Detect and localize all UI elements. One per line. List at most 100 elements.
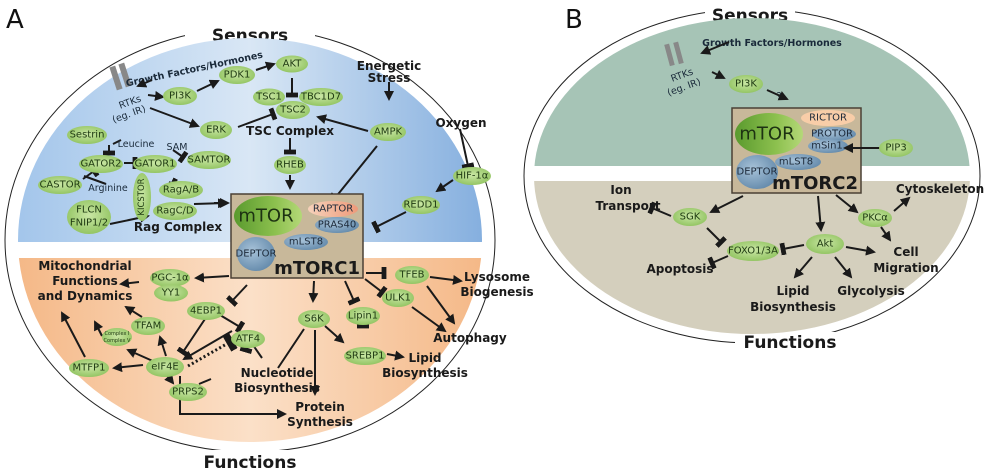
apoptosis-label: Apoptosis (646, 262, 713, 276)
node-tfeb: TFEB (395, 266, 429, 284)
svg-text:FOXO1/3A: FOXO1/3A (728, 246, 778, 257)
svg-text:RagA/B: RagA/B (163, 185, 199, 196)
node-ulk1: ULK1 (382, 289, 414, 307)
svg-text:S6K: S6K (304, 314, 324, 325)
svg-text:GATOR2: GATOR2 (80, 159, 121, 170)
node-erk: ERK (200, 121, 232, 139)
svg-text:REDD1: REDD1 (403, 200, 438, 211)
svg-text:HIF-1α: HIF-1α (456, 171, 489, 182)
node-ragc-d: RagC/D (153, 202, 197, 220)
node-tsc2: TSC2 (276, 101, 310, 119)
autophagy-label: Autophagy (433, 331, 507, 345)
panel-a-sensor-nodes: PI3K PDK1 AKT TSC1 TBC1D7 TSC2 ERK AMPK … (38, 55, 491, 234)
panel-b-functions-title: Functions (744, 333, 837, 353)
svg-text:SGK: SGK (680, 212, 701, 223)
svg-text:RHEB: RHEB (276, 160, 304, 171)
svg-text:PRPS2: PRPS2 (172, 387, 204, 398)
svg-text:mTORC2: mTORC2 (772, 173, 858, 194)
node-yy1: YY1 (154, 284, 188, 302)
arginine-label: Arginine (88, 183, 128, 194)
svg-text:AMPK: AMPK (374, 127, 402, 138)
panel-a-function-labels: Mitochondrial Functions and Dynamics Nuc… (38, 259, 534, 429)
svg-text:mLST8: mLST8 (289, 237, 323, 248)
node-flcn-fnip: FLCN FNIP1/2 (67, 200, 111, 234)
svg-text:RICTOR: RICTOR (809, 113, 847, 124)
svg-text:Complex V: Complex V (104, 338, 132, 344)
svg-text:mTORC1: mTORC1 (274, 258, 360, 279)
svg-text:DEPTOR: DEPTOR (236, 249, 277, 260)
svg-text:PIP3: PIP3 (885, 143, 906, 154)
svg-text:mTOR: mTOR (238, 206, 293, 227)
node-eif4e: eIF4E (146, 357, 184, 377)
svg-text:4EBP1: 4EBP1 (190, 306, 222, 317)
node-srebp1: SREBP1 (344, 347, 386, 365)
node-sestrin: Sestrin (67, 126, 107, 144)
glycolysis-label: Glycolysis (837, 284, 904, 298)
svg-text:ULK1: ULK1 (385, 293, 411, 304)
node-akt: AKT (276, 55, 308, 73)
node-tfam: TFAM (131, 317, 165, 335)
node-atf4: ATF4 (231, 330, 265, 348)
node-b-pip3: PIP3 (879, 139, 913, 157)
mtorc1-complex: mTOR RAPTOR PRAS40 mLST8 DEPTOR mTORC1 (230, 193, 364, 279)
node-redd1: REDD1 (402, 196, 440, 214)
rag-complex-label: Rag Complex (134, 220, 223, 234)
functions-title-gap (176, 450, 324, 474)
node-b-akt: Akt (806, 234, 844, 254)
node-tsc1: TSC1 (253, 88, 285, 106)
rtk-receptor-icon (109, 62, 132, 91)
svg-text:MTFP1: MTFP1 (73, 363, 106, 374)
ion-label-1: Ion (610, 183, 631, 197)
node-ampk: AMPK (370, 123, 406, 141)
svg-text:PKCα: PKCα (862, 213, 888, 224)
protein-label-2: Synthesis (287, 415, 353, 429)
svg-text:mLST8: mLST8 (779, 157, 813, 168)
svg-text:FNIP1/2: FNIP1/2 (70, 218, 108, 229)
svg-text:PROTOR: PROTOR (811, 129, 853, 140)
node-tbc1d7: TBC1D7 (299, 88, 343, 106)
growth-factors-label-b: Growth Factors/Hormones (702, 38, 842, 49)
svg-text:TSC2: TSC2 (279, 105, 306, 116)
leucine-label: Leucine (118, 139, 155, 150)
svg-text:FLCN: FLCN (76, 205, 102, 216)
node-s6k: S6K (298, 310, 330, 328)
node-4ebp1: 4EBP1 (187, 302, 225, 320)
svg-text:RagC/D: RagC/D (156, 206, 194, 217)
svg-text:eIF4E: eIF4E (151, 362, 179, 373)
lipid-label-2: Biosynthesis (382, 366, 468, 380)
mtorc2-complex: mTOR RICTOR PROTOR mSin1 mLST8 DEPTOR mT… (731, 107, 862, 194)
cytoskeleton-label: Cytoskeleton (896, 182, 984, 196)
protein-label-1: Protein (295, 400, 345, 414)
mito-label-2: Functions (52, 274, 118, 288)
svg-text:DEPTOR: DEPTOR (737, 167, 778, 178)
panel-b-letter: B (565, 5, 583, 35)
svg-text:SAMTOR: SAMTOR (188, 155, 231, 166)
node-hif1a: HIF-1α (453, 167, 491, 185)
svg-text:Complex I: Complex I (105, 331, 130, 337)
node-b-sgk: SGK (673, 208, 707, 226)
node-pdk1: PDK1 (219, 66, 255, 84)
panel-b-functions-gap (735, 332, 835, 354)
node-b-foxo: FOXO1/3A (727, 241, 779, 261)
svg-text:TSC1: TSC1 (255, 92, 282, 103)
svg-text:TFEB: TFEB (398, 270, 424, 281)
tsc-complex-label: TSC Complex (246, 124, 334, 138)
energetic-stress-label-2: Stress (368, 71, 411, 85)
svg-text:ATF4: ATF4 (236, 334, 260, 345)
ion-label-2: Transport (595, 199, 660, 213)
sam-label: SAM (167, 142, 188, 153)
svg-text:Lipin1: Lipin1 (348, 311, 378, 322)
svg-text:PDK1: PDK1 (224, 70, 251, 81)
svg-text:ERK: ERK (206, 125, 226, 136)
cell-migration-label-1: Cell (893, 245, 918, 259)
node-b-pkca: PKCα (858, 209, 892, 227)
lysosome-label-2: Biogenesis (460, 285, 533, 299)
nucleotide-label-1: Nucleotide (241, 366, 314, 380)
svg-text:PGC-1α: PGC-1α (151, 273, 189, 284)
svg-text:Sestrin: Sestrin (70, 130, 105, 141)
svg-text:mTOR: mTOR (739, 124, 794, 145)
svg-text:RAPTOR: RAPTOR (313, 204, 353, 215)
svg-text:SREBP1: SREBP1 (346, 351, 385, 362)
